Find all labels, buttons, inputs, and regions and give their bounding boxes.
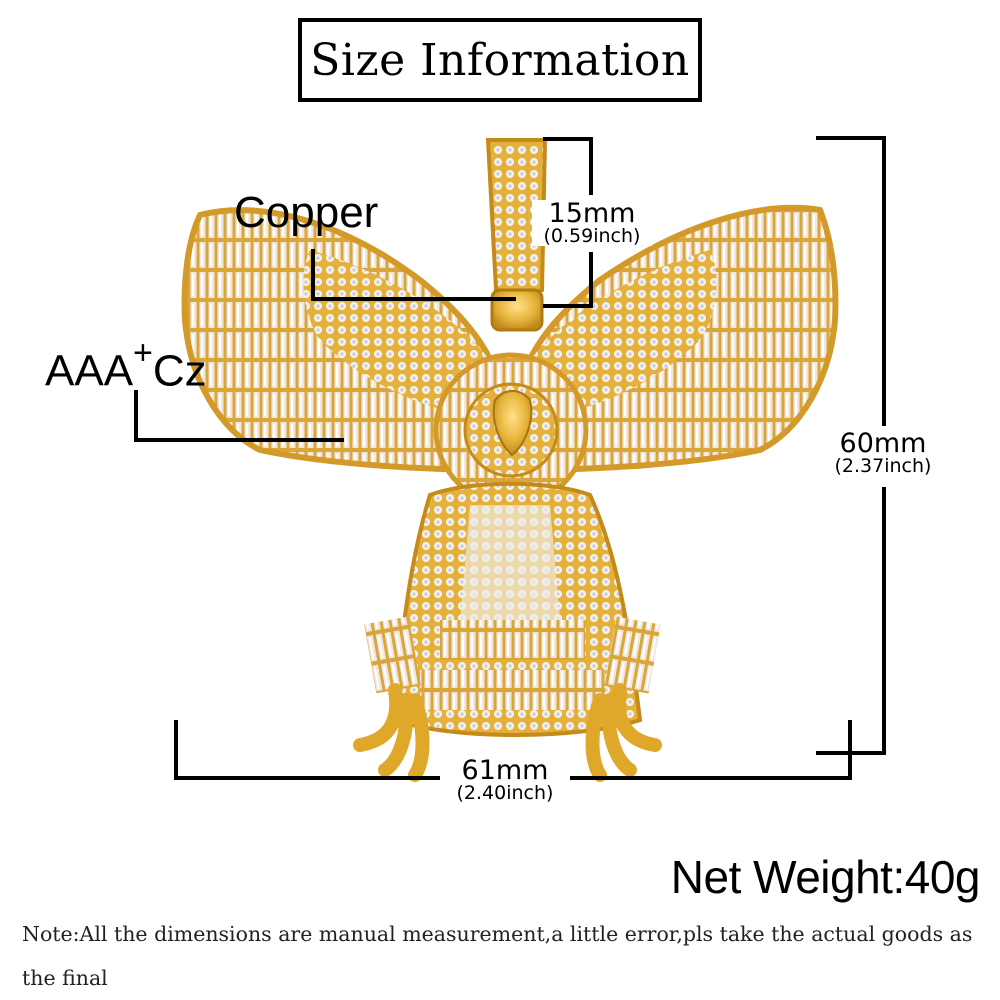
width-bracket-bottom-left <box>174 776 374 780</box>
stone-leader-vertical <box>134 390 138 442</box>
copper-label: Copper <box>234 188 379 237</box>
height-bracket-top <box>816 136 886 140</box>
bail-bracket-top <box>543 137 593 141</box>
width-dimension: 61mm (2.40inch) <box>440 757 570 803</box>
height-bracket-upper <box>882 136 886 426</box>
bail-bracket-upper <box>589 137 593 195</box>
stone-label: AAA+Cz <box>45 334 207 396</box>
width-bracket-right <box>848 720 852 780</box>
copper-leader-vertical <box>311 249 315 301</box>
stone-leader-horizontal <box>134 438 344 442</box>
height-dimension: 60mm (2.37inch) <box>834 428 932 477</box>
title-box: Size Information <box>298 18 702 102</box>
width-bracket-left <box>174 720 178 780</box>
bail-dimension: 15mm (0.59inch) <box>532 200 652 246</box>
page-title: Size Information <box>310 34 690 86</box>
width-bracket-bottom-right <box>557 776 852 780</box>
bail-bracket-lower <box>589 252 593 308</box>
bail-bracket-bottom <box>543 304 593 308</box>
height-bracket-lower <box>882 487 886 755</box>
net-weight: Net Weight:40g <box>670 851 981 903</box>
copper-leader-horizontal <box>311 297 516 301</box>
width-bracket-bottom-mid-left <box>374 776 454 780</box>
measurement-note: Note:All the dimensions are manual measu… <box>22 922 973 990</box>
